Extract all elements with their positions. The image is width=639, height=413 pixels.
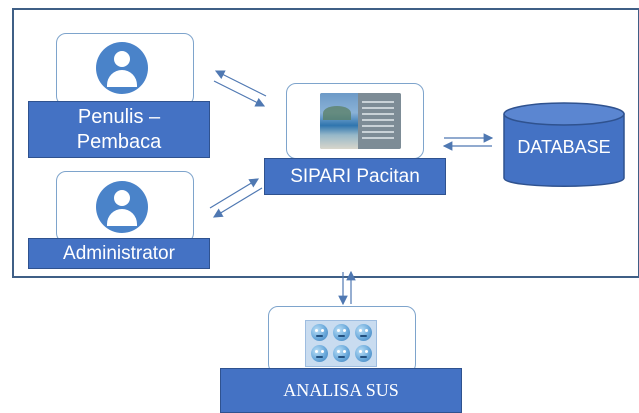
sipari-label: SIPARI Pacitan (264, 158, 446, 195)
database-label: DATABASE (517, 136, 611, 157)
user-icon (96, 42, 148, 94)
sus-emoji-grid-icon (305, 320, 377, 367)
penulis-pembaca-label: Penulis – Pembaca (28, 101, 210, 158)
publication-thumbnail-icon (320, 93, 401, 149)
analisa-sus-label: ANALISA SUS (220, 368, 462, 413)
administrator-label: Administrator (28, 238, 210, 269)
user-icon (96, 181, 148, 233)
